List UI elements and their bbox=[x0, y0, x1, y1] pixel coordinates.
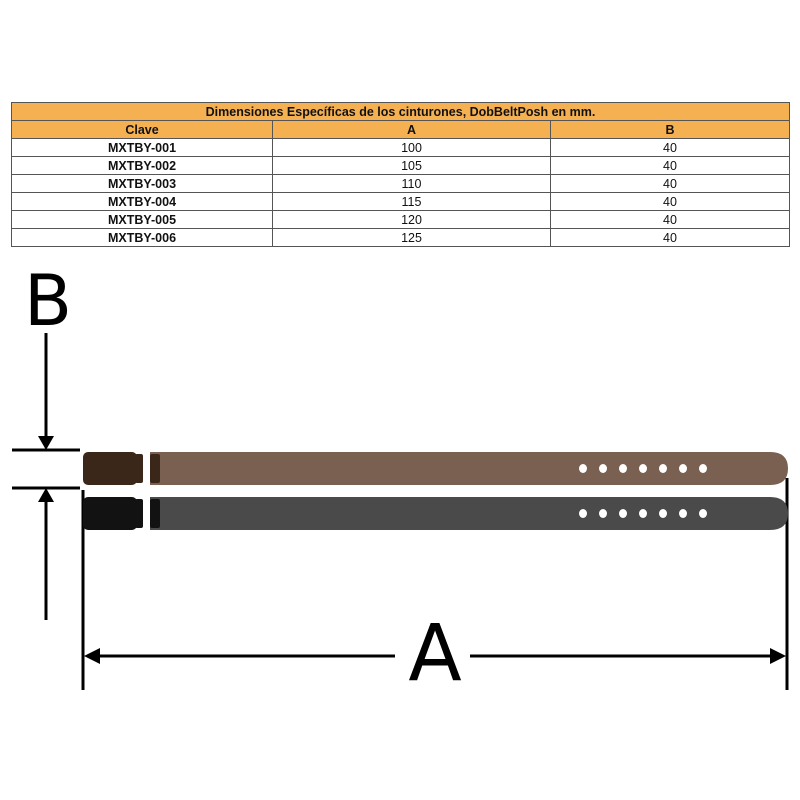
cell-clave: MXTBY-005 bbox=[11, 210, 273, 229]
belt-hole bbox=[599, 464, 607, 473]
black-belt-loop bbox=[150, 499, 160, 528]
belt-hole bbox=[659, 464, 667, 473]
label-b: B bbox=[24, 260, 72, 342]
belt-hole bbox=[659, 509, 667, 518]
belt-hole bbox=[699, 509, 707, 518]
label-a: A bbox=[408, 609, 461, 699]
cell-clave: MXTBY-006 bbox=[11, 228, 273, 247]
belt-hole bbox=[639, 464, 647, 473]
arrow-right-icon bbox=[770, 648, 786, 664]
belt-hole bbox=[679, 509, 687, 518]
belt-hole bbox=[579, 509, 587, 518]
arrow-up-icon bbox=[38, 488, 54, 502]
belt-hole bbox=[699, 464, 707, 473]
brown-belt-buckle bbox=[83, 452, 137, 485]
belt-hole bbox=[639, 509, 647, 518]
header-clave: Clave bbox=[11, 120, 273, 139]
brown-belt-loop bbox=[150, 454, 160, 483]
belt-hole bbox=[619, 464, 627, 473]
belt-hole bbox=[579, 464, 587, 473]
brown-belt-strap bbox=[150, 452, 788, 485]
cell-a: 125 bbox=[272, 228, 551, 247]
brown-belt-loop bbox=[135, 454, 143, 483]
belt-hole bbox=[619, 509, 627, 518]
cell-clave: MXTBY-001 bbox=[11, 138, 273, 157]
arrow-down-icon bbox=[38, 436, 54, 450]
black-belt-strap bbox=[150, 497, 788, 530]
dimensions-table: Dimensiones Específicas de los cinturone… bbox=[11, 102, 790, 247]
table-title: Dimensiones Específicas de los cinturone… bbox=[11, 102, 790, 121]
black-belt-buckle bbox=[83, 497, 137, 530]
belt-hole bbox=[599, 509, 607, 518]
header-a: A bbox=[272, 120, 551, 139]
arrow-left-icon bbox=[84, 648, 100, 664]
belt-hole bbox=[679, 464, 687, 473]
cell-b: 40 bbox=[550, 228, 790, 247]
black-belt-loop bbox=[135, 499, 143, 528]
